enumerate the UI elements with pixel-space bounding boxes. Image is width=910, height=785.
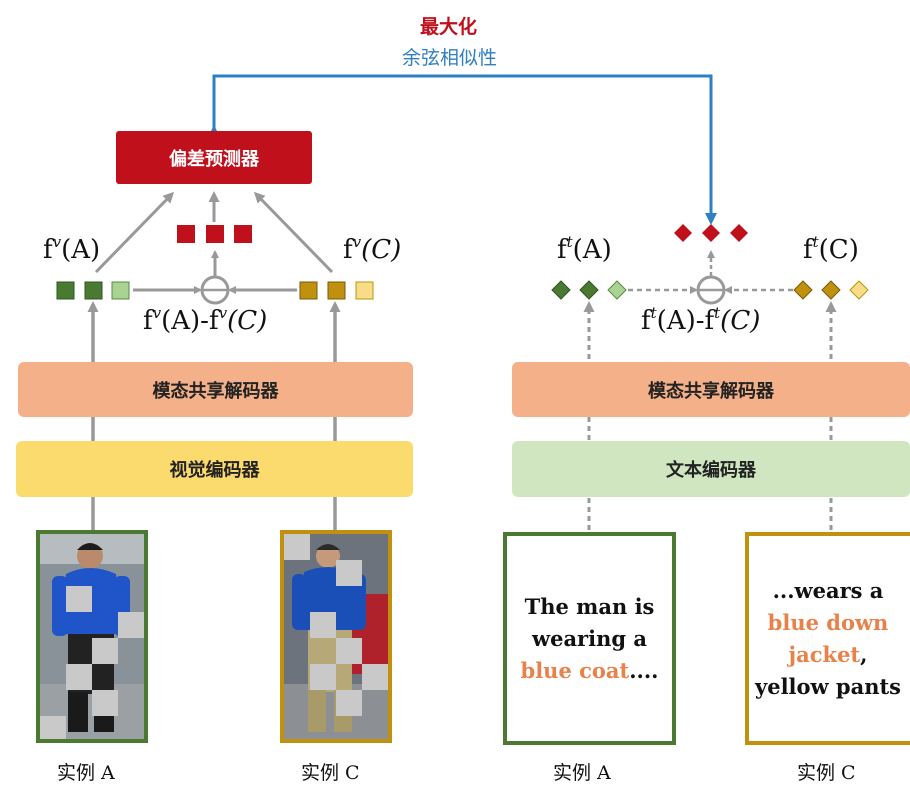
text-a-highlight: blue coat (520, 657, 630, 683)
text-description-c: ...wears a blue down jacket, yellow pant… (745, 532, 910, 745)
diff-square-3 (234, 225, 252, 243)
visual-arrow-a-to-predictor (94, 191, 175, 274)
visual-caption-a: 实例 A (57, 762, 115, 784)
feature-diamond-ft-c-2 (821, 280, 841, 300)
cosine-similarity-label: 余弦相似性 (402, 47, 498, 69)
visual-encoder-label: 视觉编码器 (169, 460, 260, 481)
feature-square-fv-a-1 (56, 281, 75, 300)
diff-diamond-1 (674, 224, 692, 242)
text-caption-a: 实例 A (553, 762, 611, 784)
fv-a-label: fv(A) (43, 233, 101, 266)
feature-square-fv-a-2 (84, 281, 103, 300)
ft-diff-label: ft(A)-ft(C) (641, 304, 761, 337)
maximize-label: 最大化 (420, 16, 478, 38)
person-image-a (36, 530, 148, 743)
cosine-connector-line (208, 74, 717, 225)
bias-predictor-label: 偏差预测器 (169, 148, 259, 170)
text-c-highlight-2: jacket (788, 641, 861, 667)
fv-diff-label: fv(A)-fv(C) (143, 304, 268, 337)
text-encoder-box: 文本编码器 (512, 441, 910, 497)
diff-square-2 (206, 225, 224, 243)
visual-caption-c: 实例 C (301, 762, 360, 784)
text-caption-c: 实例 C (797, 762, 856, 784)
feature-square-fv-c-3 (355, 281, 374, 300)
feature-diamond-ft-c-3 (849, 280, 869, 300)
text-c-highlight-1: blue down (767, 609, 889, 635)
feature-diamond-ft-c-1 (793, 280, 813, 300)
text-shared-decoder-box: 模态共享解码器 (512, 362, 910, 417)
feature-diamond-ft-a-2 (579, 280, 599, 300)
diff-square-1 (177, 225, 195, 243)
diff-diamond-2 (702, 224, 720, 242)
bias-predictor-box: 偏差预测器 (116, 131, 312, 184)
text-description-a: The man is wearing a blue coat.... (503, 532, 676, 745)
feature-square-fv-a-3 (111, 281, 130, 300)
feature-diamond-ft-a-3 (607, 280, 627, 300)
feature-square-fv-c-1 (299, 281, 318, 300)
ft-a-label: ft(A) (557, 233, 612, 266)
visual-arrow-c-to-predictor (253, 191, 334, 274)
person-image-c (280, 530, 392, 743)
visual-encoder-box: 视觉编码器 (16, 441, 413, 497)
diff-diamond-3 (730, 224, 748, 242)
text-shared-decoder-label: 模态共享解码器 (648, 380, 774, 402)
feature-square-fv-c-2 (327, 281, 346, 300)
text-encoder-label: 文本编码器 (666, 460, 756, 481)
visual-shared-decoder-box: 模态共享解码器 (18, 362, 413, 417)
feature-diamond-ft-a-1 (551, 280, 571, 300)
visual-shared-decoder-label: 模态共享解码器 (152, 380, 279, 402)
ft-c-label: ft(C) (803, 233, 859, 266)
fv-c-label: fv(C) (343, 233, 402, 266)
